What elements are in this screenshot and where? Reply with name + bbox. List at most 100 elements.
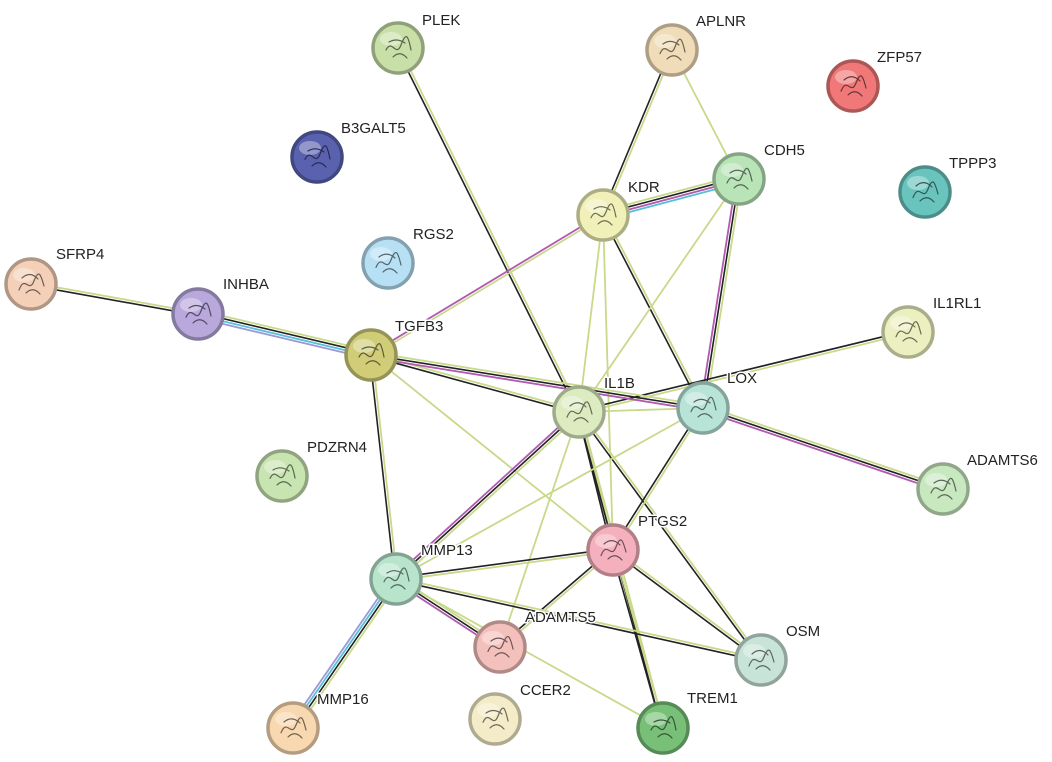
edge-il1b-mmp13[interactable] [393, 409, 582, 582]
node-zfp57[interactable]: ZFP57 [826, 48, 924, 113]
edge-textmining-line [198, 309, 373, 353]
node-kdr[interactable]: KDR [576, 178, 661, 242]
node-circle [266, 701, 320, 755]
node-label: ADAMTS5 [525, 609, 596, 626]
edge-ptgs2-trem1[interactable] [610, 549, 666, 729]
node-circle [552, 385, 606, 439]
edge-textmining-line [578, 178, 740, 413]
node-circle [361, 236, 415, 290]
node-adamts5[interactable]: ADAMTS5 [473, 608, 597, 674]
edge-cdh5-lox[interactable] [699, 178, 743, 409]
node-ccer2[interactable]: CCER2 [468, 681, 572, 746]
node-inhba[interactable]: INHBA [171, 275, 270, 341]
edge-textmining-line [703, 404, 945, 488]
edge-textmining-line [371, 354, 399, 579]
edge-ptgs2-osm[interactable] [611, 548, 763, 662]
node-label: TGFB3 [395, 318, 443, 335]
edge-mmp13-mmp16[interactable] [289, 576, 400, 731]
edge-textmining-line [397, 413, 582, 582]
node-circle [468, 692, 522, 746]
node-circle [255, 449, 309, 503]
edge-kdr-ptgs2[interactable] [602, 214, 614, 551]
edge-textmining-line [704, 179, 743, 409]
node-highlight [353, 339, 375, 353]
edge-textmining-line [398, 46, 582, 412]
node-mmp13[interactable]: MMP13 [369, 541, 474, 606]
edge-mmp13-trem1[interactable] [395, 578, 664, 729]
edge-cdh5-il1b[interactable] [578, 178, 740, 413]
edge-kdr-il1b[interactable] [578, 214, 604, 413]
node-plek[interactable]: PLEK [371, 11, 462, 75]
edge-coexpression-line [610, 550, 663, 729]
node-circle [171, 287, 225, 341]
edge-coexpression-line [702, 407, 944, 490]
node-rgs2[interactable]: RGS2 [361, 225, 455, 290]
node-mmp16[interactable]: MMP16 [266, 690, 370, 755]
node-lox[interactable]: LOX [676, 369, 759, 435]
node-highlight [180, 298, 202, 312]
edge-tgfb3-mmp13[interactable] [368, 354, 399, 580]
node-highlight [925, 473, 947, 487]
edge-lox-adamts6[interactable] [701, 404, 945, 493]
node-il1b[interactable]: IL1B [552, 374, 636, 439]
node-label: TPPP3 [949, 155, 997, 172]
edge-coexpression-line [396, 48, 579, 413]
node-circle [712, 152, 766, 206]
protein-structure-icon [566, 401, 593, 423]
edge-experiments-line [701, 409, 943, 493]
edge-il1b-osm[interactable] [577, 410, 763, 662]
node-highlight [743, 644, 765, 658]
node-tppp3[interactable]: TPPP3 [898, 154, 998, 219]
node-adamts6[interactable]: ADAMTS6 [916, 451, 1039, 516]
node-highlight [645, 712, 667, 726]
edge-tgfb3-lox[interactable] [370, 351, 704, 412]
node-osm[interactable]: OSM [734, 622, 822, 687]
node-highlight [654, 34, 676, 48]
node-highlight [685, 392, 707, 406]
protein-structure-icon [912, 181, 939, 203]
node-sfrp4[interactable]: SFRP4 [4, 245, 106, 311]
edge-sfrp4-inhba[interactable] [30, 281, 199, 317]
edge-tgfb3-ptgs2[interactable] [370, 354, 614, 551]
edge-textmining-line [613, 548, 763, 660]
edge-coexpression-line [601, 49, 672, 215]
edge-aplnr-kdr[interactable] [601, 49, 675, 216]
node-highlight [585, 199, 607, 213]
node-il1rl1[interactable]: IL1RL1 [881, 294, 983, 359]
node-circle [645, 23, 699, 77]
edge-kdr-tgfb3[interactable] [369, 213, 605, 357]
node-trem1[interactable]: TREM1 [636, 689, 739, 755]
protein-structure-icon [383, 567, 410, 590]
edge-coexpression-line [601, 215, 703, 409]
edge-il1b-adamts5[interactable] [499, 411, 580, 648]
edge-lox-mmp13[interactable] [395, 407, 704, 580]
node-cdh5[interactable]: CDH5 [712, 141, 806, 206]
node-label: TREM1 [687, 690, 738, 707]
protein-structure-icon [487, 635, 514, 658]
edge-lox-ptgs2[interactable] [611, 406, 705, 552]
edge-coexpression-line [370, 355, 579, 415]
node-tgfb3[interactable]: TGFB3 [344, 317, 445, 382]
edge-coexpression-line [368, 355, 396, 580]
edge-ptgs2-mmp13[interactable] [395, 547, 614, 582]
node-ptgs2[interactable]: PTGS2 [586, 512, 689, 577]
edge-plek-il1b[interactable] [396, 46, 582, 413]
node-label: INHBA [223, 276, 269, 293]
edge-textmining-line [395, 578, 664, 729]
protein-structure-icon [280, 717, 307, 739]
node-b3galt5[interactable]: B3GALT5 [290, 119, 407, 184]
edge-mmp13-osm[interactable] [395, 576, 762, 663]
edge-kdr-lox[interactable] [601, 213, 705, 409]
edge-inhba-tgfb3[interactable] [196, 309, 373, 360]
node-label: OSM [786, 623, 820, 640]
node-label: PDZRN4 [307, 439, 367, 456]
edge-textmining-line [370, 354, 614, 551]
node-highlight [561, 396, 583, 410]
node-aplnr[interactable]: APLNR [645, 12, 748, 77]
node-circle [371, 21, 425, 75]
protein-structure-icon [590, 203, 617, 226]
node-highlight [595, 534, 617, 548]
node-pdzrn4[interactable]: PDZRN4 [255, 438, 369, 503]
node-label: ZFP57 [877, 49, 922, 66]
